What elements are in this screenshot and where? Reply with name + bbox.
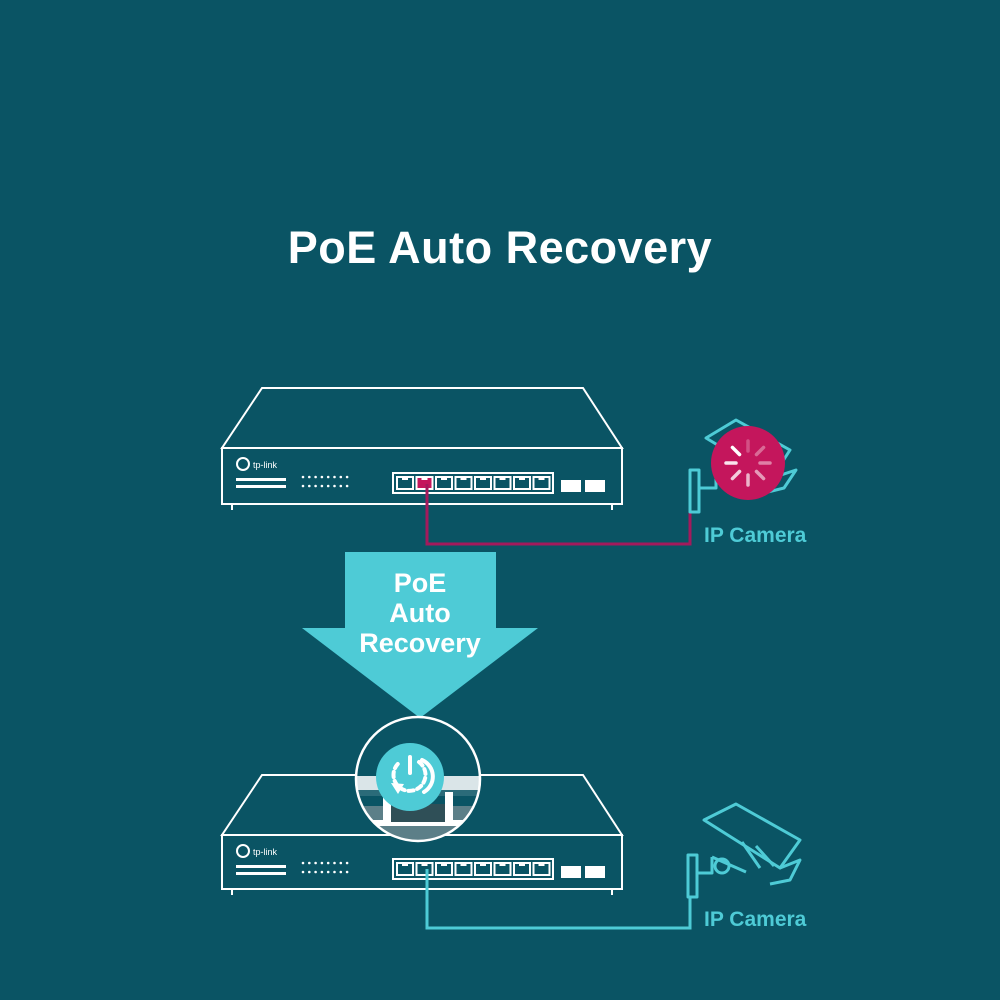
status-led [333, 484, 336, 488]
spinner-tick [730, 445, 742, 457]
camera-label-bottom: IP Camera [704, 908, 807, 931]
switch-top [220, 387, 624, 510]
switch-top-brand: tp-link [253, 460, 278, 470]
status-led [326, 870, 330, 874]
loading-spinner-icon [711, 426, 785, 500]
status-led [333, 475, 336, 479]
spinner-tick [754, 445, 766, 457]
status-led [333, 870, 336, 874]
ip-camera-bottom [686, 802, 802, 899]
recovery-arrow [302, 552, 538, 718]
switch-bottom-ports [392, 858, 554, 880]
arrow-label: PoE Auto Recovery [330, 568, 510, 658]
switch-top-ports [392, 472, 554, 494]
switch-bottom-leds [301, 861, 349, 874]
status-led [301, 861, 305, 865]
status-led [339, 484, 343, 488]
arrow-label-line-1: PoE [393, 568, 447, 598]
spinner-tick [730, 469, 742, 481]
power-restart-icon [376, 743, 444, 811]
status-led [345, 861, 349, 865]
status-led [339, 870, 343, 874]
switch-bottom-logo: tp-link [236, 844, 286, 875]
status-led [345, 475, 349, 479]
camera-label-top: IP Camera [704, 524, 807, 547]
status-led [326, 475, 330, 479]
switch-bottom-sfp [561, 866, 605, 878]
status-led [345, 870, 349, 874]
status-led [339, 861, 343, 865]
status-led [308, 870, 311, 874]
status-led [314, 861, 317, 865]
status-led [314, 870, 317, 874]
switch-top-logo: tp-link [236, 457, 286, 488]
status-led [320, 475, 324, 479]
recovered-cable [425, 869, 692, 930]
status-led [308, 861, 311, 865]
arrow-label-line-3: Recovery [359, 628, 481, 658]
arrow-label-line-2: Auto [389, 598, 451, 628]
status-led [339, 475, 343, 479]
status-led [314, 484, 317, 488]
status-led [308, 484, 311, 488]
status-led [320, 861, 324, 865]
status-led [308, 475, 311, 479]
status-led [333, 861, 336, 865]
status-led [320, 870, 324, 874]
fault-cable [425, 484, 692, 546]
status-led [301, 484, 305, 488]
status-led [301, 870, 305, 874]
page-title: PoE Auto Recovery [287, 222, 713, 273]
switch-top-leds [301, 475, 349, 488]
status-led [326, 484, 330, 488]
status-led [320, 484, 324, 488]
status-led [326, 861, 330, 865]
spinner-tick [754, 469, 766, 481]
status-led [345, 484, 349, 488]
switch-top-sfp [561, 480, 605, 492]
status-led [314, 475, 317, 479]
switch-bottom-brand: tp-link [253, 847, 278, 857]
status-led [301, 475, 305, 479]
